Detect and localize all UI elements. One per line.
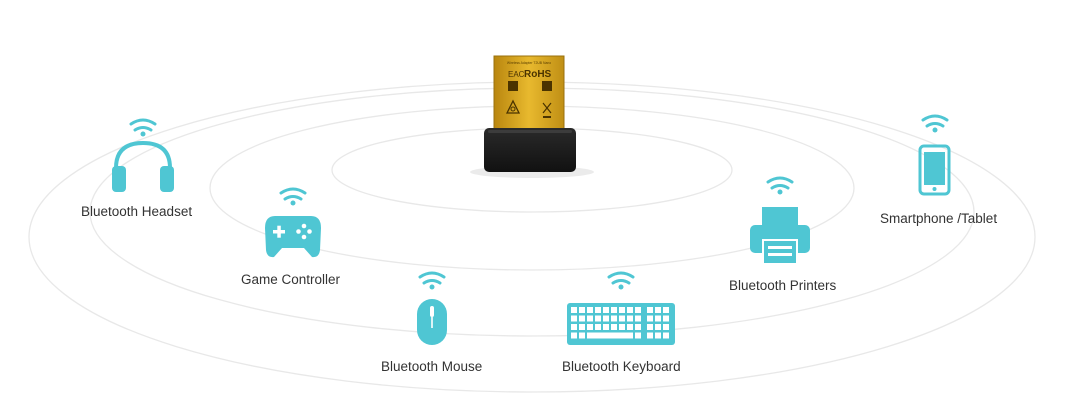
keyboard-key [595,307,601,313]
keyboard-key [619,324,625,330]
printer-icon [750,176,810,265]
keyboard-key [663,332,669,339]
keyboard-key [655,315,661,322]
keyboard-key [587,324,593,330]
device-label-controller: Game Controller [241,272,341,287]
keyboard-key [571,315,577,322]
keyboard-key [663,324,669,330]
keyboard-key [571,324,577,330]
device-label-printer: Bluetooth Printers [729,278,837,293]
keyboard-key [655,332,661,339]
device-label-mouse: Bluetooth Mouse [381,359,483,374]
device-label-keyboard: Bluetooth Keyboard [562,359,681,374]
keyboard-key [571,307,577,313]
keyboard-key [579,315,585,322]
keyboard-key [627,324,633,330]
keyboard-key [647,324,653,330]
device-label-phone: Smartphone /Tablet [880,211,998,226]
gamepad-icon [265,187,321,258]
keyboard-key [647,315,653,322]
keyboard-key [579,332,585,339]
keyboard-key [647,307,653,313]
mouse-icon [417,271,447,345]
keyboard-key [595,324,601,330]
keyboard-key [663,315,669,322]
keyboard-key [603,315,609,322]
keyboard-key [619,307,625,313]
keyboard-key [579,324,585,330]
keyboard-key [587,315,593,322]
keyboard-key [635,324,641,330]
keyboard-key [603,307,609,313]
keyboard-key [663,307,669,313]
keyboard-key [611,315,617,322]
smartphone-icon [918,114,951,196]
keyboard-key [571,332,577,339]
keyboard-icon [567,271,675,345]
headphones-icon [112,118,174,192]
keyboard-key [611,307,617,313]
keyboard-key [587,332,633,339]
usb-adapter: Wireless Adapter T2UB Nano EAC RoHS [484,55,576,172]
keyboard-key [647,332,653,339]
keyboard-key [655,307,661,313]
device-label-headset: Bluetooth Headset [81,204,193,219]
keyboard-key [595,315,601,322]
keyboard-key [627,315,633,322]
eac-mark: EAC [508,70,525,79]
keyboard-key [603,324,609,330]
adapter-model-text: Wireless Adapter T2UB Nano [507,61,551,65]
keyboard-key [579,307,585,313]
keyboard-key [611,324,617,330]
keyboard-key [627,307,633,313]
keyboard-key [635,315,641,322]
rohs-mark: RoHS [524,69,552,80]
keyboard-key [635,332,641,339]
keyboard-key [587,307,593,313]
keyboard-key [619,315,625,322]
keyboard-key [655,324,661,330]
keyboard-key [635,307,641,313]
